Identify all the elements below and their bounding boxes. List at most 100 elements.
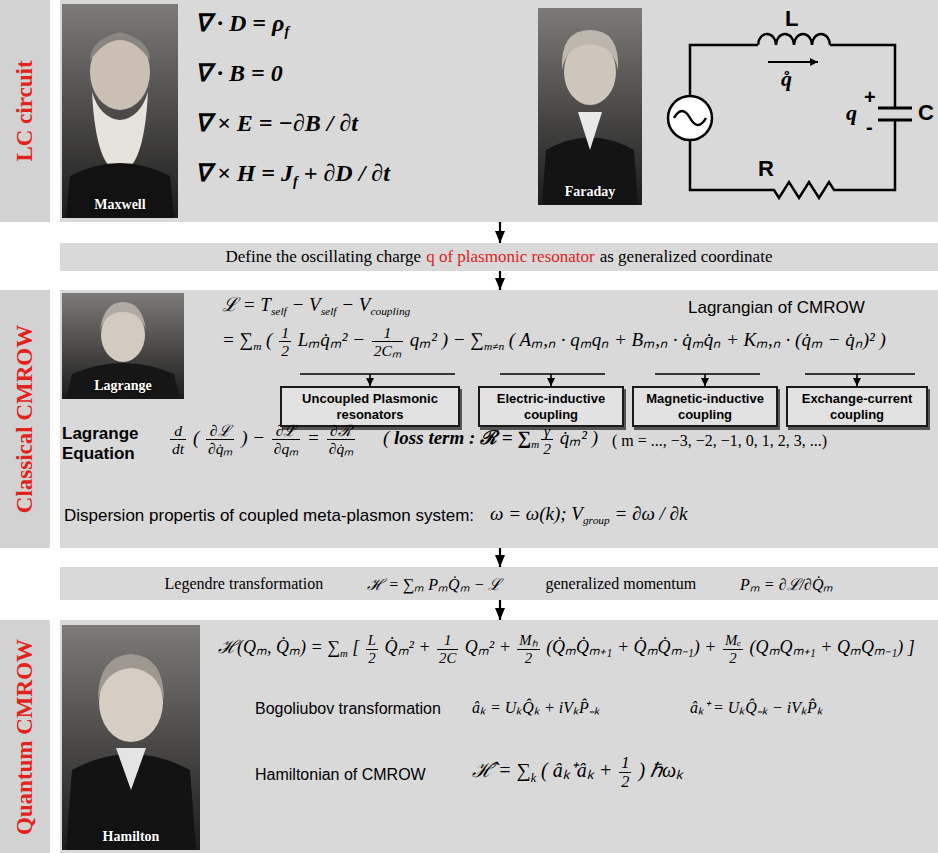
step-text: Define the oscillating charge [226, 247, 422, 267]
formula-text: âₖ⁺ = UₖQ̂₋ₖ − iVₖP̂ₖ [690, 699, 823, 716]
formula-row: ℋ(Qₘ, Q̇ₘ) = ∑m [ L2 Q̇ₘ² + 12C Qₘ² + Mₕ… [218, 632, 915, 666]
step-text: as generalized coordinate [600, 247, 773, 267]
portrait: Faraday [538, 8, 642, 205]
step-text: generalized momentum [545, 575, 696, 593]
formula-text: self [321, 305, 337, 317]
hair [100, 302, 146, 330]
formula-row: q [846, 100, 857, 125]
step-bar: Legendre transformation ℋ = ∑ₘ PₘQ̇ₘ − ℒ g… [60, 567, 938, 600]
panel [60, 0, 938, 222]
formula-text: ∇ · B = 0 [195, 60, 283, 86]
formula-text: Dispersion propertis of coupled meta-pla… [64, 506, 474, 525]
formula-row: ∇ · B = 0 [195, 60, 283, 88]
formula-row: âₖ = UₖQ̂ₖ + iVₖP̂₋ₖ [472, 699, 600, 717]
formula-text: 2Cₘ [372, 341, 403, 359]
flow-arrow [499, 271, 501, 290]
formula-text: Lagrange Equation [62, 424, 139, 463]
term-box: Electric-inductive coupling [478, 386, 624, 427]
ac-source-symbol [668, 96, 712, 140]
formula-text: ∂ℛ [327, 422, 356, 439]
formula-text: loss term : ℛ = ∑ [394, 427, 531, 448]
formula-text: q̊ [781, 66, 792, 91]
formula-text: ∇ · D = ρ [195, 10, 284, 36]
sine-symbol [674, 111, 706, 125]
formula-text: 2 [366, 649, 378, 667]
panel [60, 290, 938, 548]
formula-text: ) ℏωₖ [633, 759, 683, 781]
fraction: ∂ℒ∂q̇ₘ [206, 422, 235, 458]
portrait-faraday [538, 8, 642, 205]
term-box: Exchange-current coupling [786, 386, 928, 427]
formula-text: + ∂D / ∂t [298, 160, 390, 186]
formula-row: ℒ = Tself − Vself − Vcoupling [222, 294, 410, 318]
formula-text: γ [541, 422, 553, 439]
formula-text: = [302, 427, 324, 448]
formula-text: ℋ = ∑ₘ PₘQ̇ₘ − ℒ [367, 573, 501, 595]
formula-text: L [366, 632, 378, 649]
leader-line [300, 374, 455, 386]
box-text: Magnetic-inductive coupling [640, 391, 770, 422]
portrait-ground [62, 625, 200, 850]
formula-row: Lagrangian of CMROW [688, 298, 865, 318]
fraction: ddt [170, 422, 186, 458]
formula-text: ω = ω(k); V [490, 503, 583, 524]
side-strip [0, 290, 50, 548]
formula-text: − V [287, 294, 321, 315]
step-text: q of plasmonic resonator [426, 247, 595, 267]
formula-text: group [583, 514, 610, 526]
fraction: 12Cₘ [372, 324, 403, 360]
formula-row: Lagrange Equation [62, 424, 162, 463]
formula-text: R [758, 156, 774, 181]
portrait: Maxwell [62, 4, 178, 218]
formula-text: Pₘ = ∂ℒ/∂Q̇ₘ [740, 573, 833, 595]
formula-text: ( [383, 427, 394, 448]
formula-row: R [758, 156, 774, 181]
portrait-ground [62, 293, 184, 399]
formula-text: 1 [437, 632, 458, 649]
formula-text: ∂q̇ₘ [327, 439, 356, 457]
box-text: Uncoupled Plasmonic resonators [288, 391, 452, 422]
leader-line [500, 374, 605, 386]
portrait-ground [62, 4, 178, 218]
portrait-caption: Faraday [538, 184, 642, 200]
step-text: Legendre transformation [165, 575, 324, 593]
formula-text: f [293, 173, 298, 189]
formula-text: (Q̇ₘQ̇ₘ₊₁ + Q̇ₘQ̇ₘ₋₁) + [542, 637, 721, 657]
section-heading: Classical CMROW [12, 325, 38, 513]
formula-text: − V [336, 294, 370, 315]
capacitor-symbol [878, 108, 912, 120]
portrait-caption: Hamilton [62, 829, 200, 845]
formula-text: self [271, 305, 287, 317]
fraction: 12 [619, 754, 631, 792]
formula-text: f [284, 23, 289, 39]
formula-text: ( [261, 329, 277, 350]
collar [578, 112, 602, 150]
formula-row: ddt ( ∂ℒ∂q̇ₘ ) − ∂ℒ∂qₘ = ∂ℛ∂q̇ₘ [168, 422, 357, 458]
formula-text: 2 [723, 649, 743, 667]
fraction: 12 [279, 324, 291, 360]
formula-text: - [866, 116, 873, 138]
formula-text: âₖ = UₖQ̂ₖ + iVₖP̂₋ₖ [472, 699, 600, 716]
section-heading: LC circuit [12, 60, 38, 161]
formula-text: Qₘ² + [460, 637, 515, 657]
formula-text: 1 [619, 754, 631, 772]
fraction: γ2 [541, 422, 553, 458]
portrait-ground [538, 8, 642, 205]
formula-text: ∇ × H = J [195, 160, 293, 186]
formula-text: = ∑ [222, 329, 253, 350]
formula-text: L [785, 6, 798, 31]
formula-text: d [170, 422, 186, 439]
flow-arrow [499, 222, 501, 243]
flow-arrow [499, 548, 501, 567]
term-box: Magnetic-inductive coupling [632, 386, 778, 427]
formula-text: m [253, 340, 261, 352]
formula-row: ( loss term : ℛ = ∑mγ2 q̇ₘ² ) [383, 422, 598, 458]
formula-text: [ [348, 637, 364, 657]
formula-text: Bogoliubov transformation [255, 700, 441, 717]
wire [690, 45, 758, 96]
formula-text: (QₘQₘ₊₁ + QₘQₘ₋₁) ] [745, 637, 915, 657]
bar [60, 243, 938, 271]
formula-text: 2 [619, 772, 631, 791]
formula-text: ) − [236, 427, 269, 448]
